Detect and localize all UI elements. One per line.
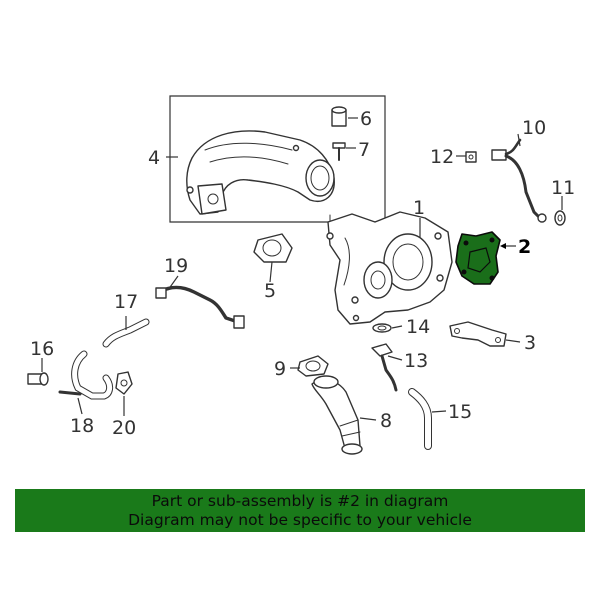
part-15-hose (408, 388, 432, 450)
callout-5: 5 (264, 280, 276, 302)
part-6-cap (331, 106, 347, 127)
callout-16: 16 (30, 338, 54, 360)
part-7-bolt (332, 142, 346, 161)
part-19-pipe (155, 285, 245, 329)
callout-20: 20 (112, 417, 136, 439)
part-11-washer (554, 210, 566, 226)
part-12-clamp (465, 151, 477, 163)
callout-10: 10 (522, 117, 546, 139)
callout-9: 9 (274, 358, 286, 380)
banner-line-1: Part or sub-assembly is #2 in diagram (151, 492, 449, 510)
callout-7: 7 (358, 139, 370, 161)
callout-2: 2 (518, 236, 531, 258)
part-3-bracket (449, 321, 507, 347)
part-2-gasket-highlighted (455, 231, 501, 285)
part-20-gasket (115, 371, 133, 395)
part-4-intake-duct (186, 130, 335, 215)
callout-6: 6 (360, 108, 372, 130)
part-17-hose (102, 318, 150, 348)
callout-18: 18 (70, 415, 94, 437)
callout-1: 1 (413, 197, 425, 219)
callout-13: 13 (404, 350, 428, 372)
part-9-gasket (297, 355, 329, 377)
callout-12: 12 (430, 146, 454, 168)
part-8-pipe (311, 375, 363, 455)
part-10-pipe (491, 138, 547, 223)
part-1-housing (326, 211, 453, 325)
callout-17: 17 (114, 291, 138, 313)
callout-4: 4 (148, 147, 160, 169)
callouts: 1 2 3 4 5 6 7 8 9 10 11 12 13 14 15 16 1… (30, 108, 575, 439)
part-18-pipe (58, 350, 114, 400)
callout-14: 14 (406, 316, 430, 338)
part-5-gasket (253, 233, 293, 263)
part-16-fitting (27, 372, 49, 386)
callout-15: 15 (448, 401, 472, 423)
info-banner: Part or sub-assembly is #2 in diagram Di… (15, 489, 585, 532)
part-14-gasket (372, 323, 392, 333)
callout-3: 3 (524, 332, 536, 354)
callout-19: 19 (164, 255, 188, 277)
leader-lines (41, 117, 563, 421)
banner-line-2: Diagram may not be specific to your vehi… (128, 511, 472, 529)
part-13-pipe (371, 343, 398, 392)
callout-8: 8 (380, 410, 392, 432)
callout-11: 11 (551, 177, 575, 199)
